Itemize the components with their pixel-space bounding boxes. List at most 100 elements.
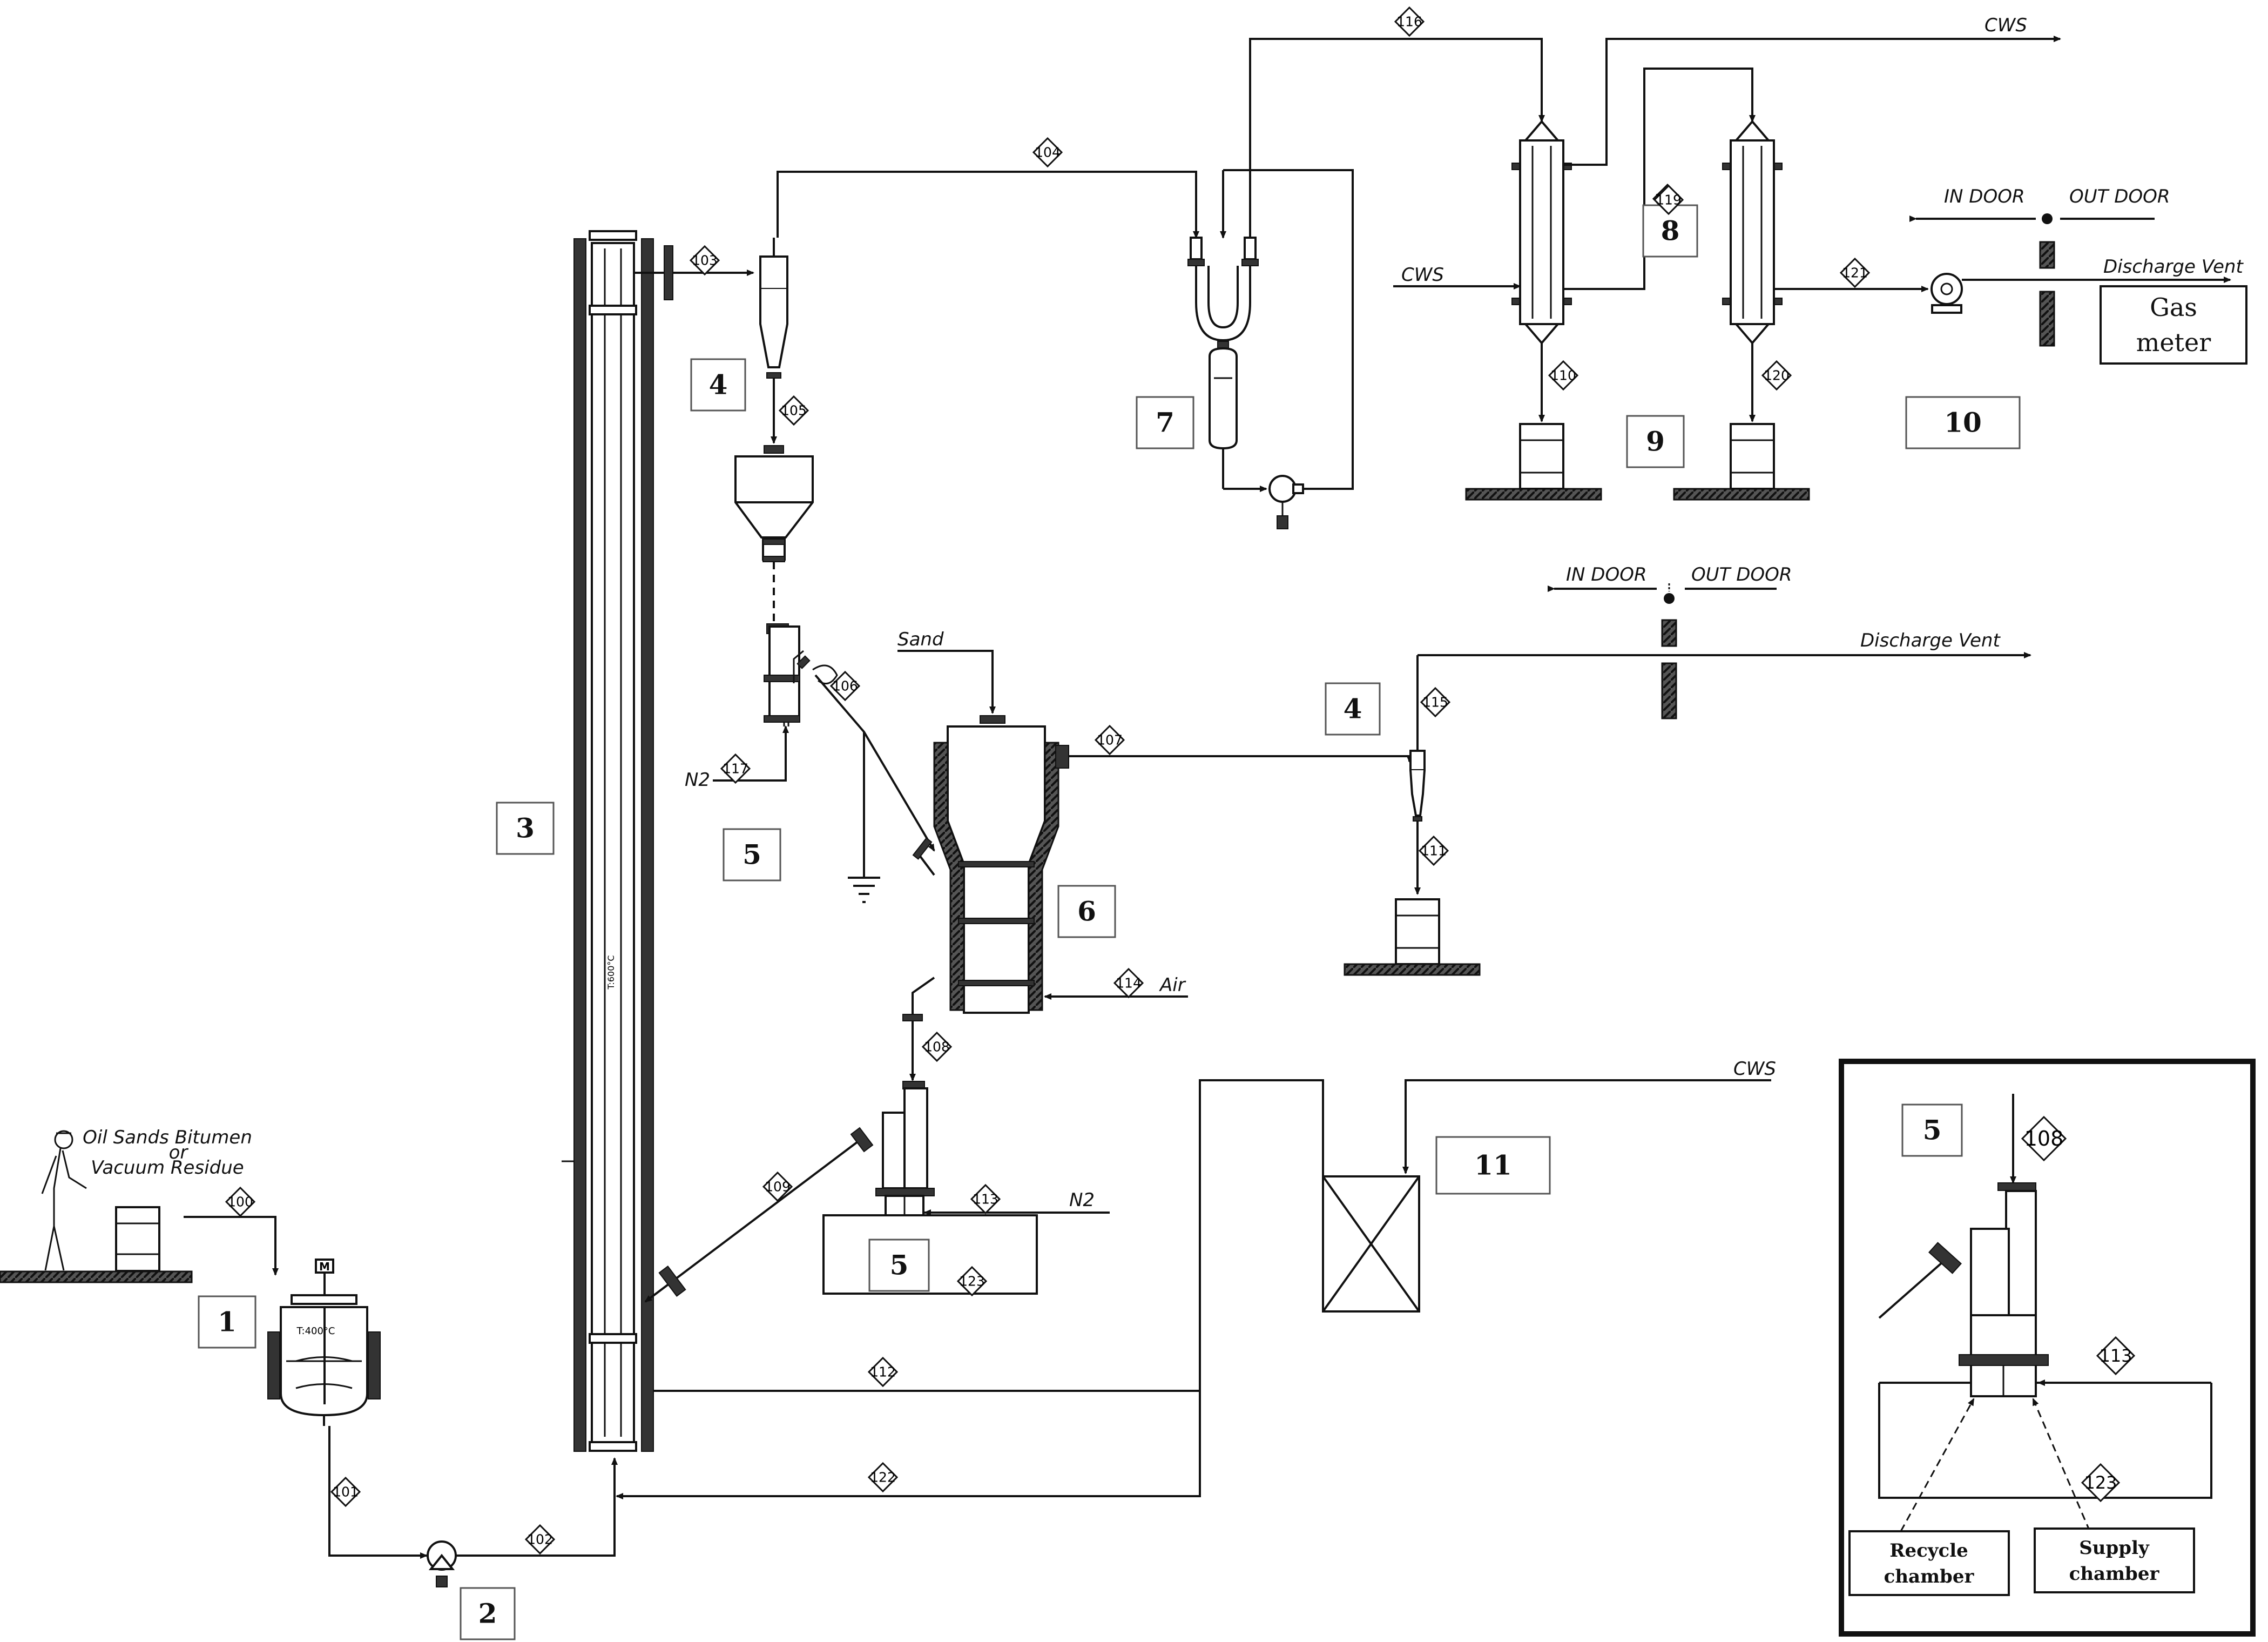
ground-icon: [848, 877, 880, 903]
stream-tag-111: 111: [1418, 835, 1449, 866]
unit-number: 5: [742, 839, 761, 871]
wall-marker-mid: [1664, 593, 1675, 604]
stream-tag-label: 102: [527, 1532, 553, 1547]
stream-tag-107: 107: [1094, 724, 1125, 756]
cyclone-mid: [1409, 655, 1426, 822]
stream-tag-label: 123: [2084, 1472, 2117, 1493]
wall-top-a: [2039, 241, 2055, 269]
tank-temp-label: T:400°C: [296, 1325, 335, 1337]
feed-or-label: or: [169, 1142, 189, 1163]
inset-detail: Recycle chamber Supply chamber: [1839, 1059, 2256, 1637]
discharge-mid-label: Discharge Vent: [1860, 630, 2001, 651]
discharge-top-label: Discharge Vent: [2103, 256, 2244, 278]
hopper: [734, 445, 814, 621]
unit-number: 5: [890, 1249, 909, 1281]
feed-drum-icon: [115, 1206, 160, 1272]
stream-tag-110: 110: [1548, 360, 1579, 391]
feed2-label: Vacuum Residue: [91, 1157, 244, 1179]
stream-tag-label: 110: [1550, 368, 1576, 383]
regen-outlet: [912, 977, 935, 1015]
bed-lower: [822, 1214, 1038, 1295]
line-100: [184, 1216, 279, 1276]
stream-tag-label: 101: [333, 1484, 359, 1500]
stripper-lower: [875, 1081, 935, 1216]
sand-label: Sand: [897, 629, 944, 650]
unit-number: 9: [1646, 426, 1665, 457]
unit-number: 4: [709, 369, 728, 401]
inset-tag-side: 113: [2096, 1336, 2136, 1376]
unit-number: 5: [1923, 1114, 1942, 1146]
valve-109b: [658, 1266, 686, 1297]
cws-left-label: CWS: [1401, 264, 1444, 286]
stream-tag-103: 103: [689, 245, 720, 276]
stream-tag-label: 123: [959, 1274, 985, 1289]
in-door-top-label: IN DOOR: [1944, 186, 2025, 207]
in-door-mid-label: IN DOOR: [1566, 564, 1647, 586]
stream-tag-label: 100: [227, 1194, 253, 1210]
unit-number: 1: [218, 1306, 237, 1338]
cyclone-upper: [759, 238, 788, 379]
ground-feed: [0, 1270, 193, 1283]
recycle-pump: [1268, 475, 1304, 529]
stream-tag-label: 103: [692, 253, 718, 268]
stream-tag-label: 113: [2099, 1345, 2132, 1366]
wall-mid-b: [1661, 662, 1677, 719]
stream-tag-116: 116: [1394, 6, 1425, 37]
line-sand: [897, 650, 996, 714]
stream-tag-label: 115: [1422, 695, 1448, 710]
stream-tag-102: 102: [524, 1524, 556, 1555]
riser-temp-label: T:600°C: [606, 955, 616, 990]
stream-tag-label: 121: [1842, 265, 1868, 281]
line-119: [1563, 68, 1756, 290]
stream-tag-label: 108: [2024, 1127, 2064, 1150]
stream-tag-121: 121: [1839, 257, 1871, 288]
unit-box-3: 3: [496, 802, 555, 855]
operator-icon: [41, 1130, 87, 1271]
line-106: [814, 674, 935, 852]
feed-area: Oil Sands Bitumen or Vacuum Residue: [0, 1127, 279, 1283]
unit-number: 4: [1344, 693, 1362, 725]
wall-mid-a: [1661, 619, 1677, 647]
stream-tag-label: 122: [870, 1470, 896, 1485]
unit-number: 2: [478, 1598, 497, 1630]
n2-right-label: N2: [1069, 1189, 1095, 1211]
stripper-upper: [764, 623, 811, 726]
inset-tag-top: 108: [2021, 1115, 2067, 1162]
regenerator: [933, 715, 1069, 1014]
stream-tag-label: 111: [1421, 843, 1447, 859]
stream-tag-112: 112: [867, 1356, 899, 1388]
n2-left-label: N2: [685, 769, 710, 791]
line-104: [777, 171, 1199, 239]
cooler: [1322, 1175, 1420, 1313]
cooler-feed: [1199, 1079, 1324, 1391]
stream-tag-label: 105: [781, 403, 807, 419]
stream-tag-label: 119: [1656, 192, 1682, 208]
stream-tag-119-hx: 119: [1653, 184, 1684, 216]
stream-tag-120: 120: [1761, 360, 1792, 391]
drum-hx1: [1465, 423, 1602, 501]
stream-tag-123: 123: [956, 1266, 988, 1297]
stream-tag-label: 120: [1764, 368, 1790, 383]
supply-chamber-line2: chamber: [2069, 1563, 2160, 1585]
line-cws-bottom: [1402, 1079, 1771, 1174]
stream-tag-114: 114: [1113, 967, 1144, 999]
stream-tag-label: 114: [1116, 975, 1142, 991]
stream-tag-label: 108: [924, 1039, 950, 1055]
unit-number: 3: [516, 812, 535, 844]
feed-label: Oil Sands Bitumen: [83, 1127, 252, 1148]
separator-7: [1209, 341, 1238, 489]
stream-tag-117: 117: [720, 753, 751, 784]
unit-box-10: 10: [1905, 396, 2021, 449]
cws-top-label: CWS: [1985, 15, 2027, 36]
unit-box-1: 1: [198, 1295, 256, 1349]
supply-chamber-line1: Supply: [2079, 1537, 2150, 1559]
unit-box-4: 4: [1325, 682, 1381, 736]
unit-box-2: 2: [460, 1587, 516, 1640]
stream-tag-label: 116: [1396, 14, 1422, 30]
out-door-top-label: OUT DOOR: [2069, 186, 2170, 207]
stream-tag-100: 100: [225, 1186, 256, 1217]
inset-tag-bottom: 123: [2081, 1463, 2121, 1503]
unit-box-6: 6: [1057, 885, 1116, 938]
stream-tag-104: 104: [1032, 137, 1063, 168]
